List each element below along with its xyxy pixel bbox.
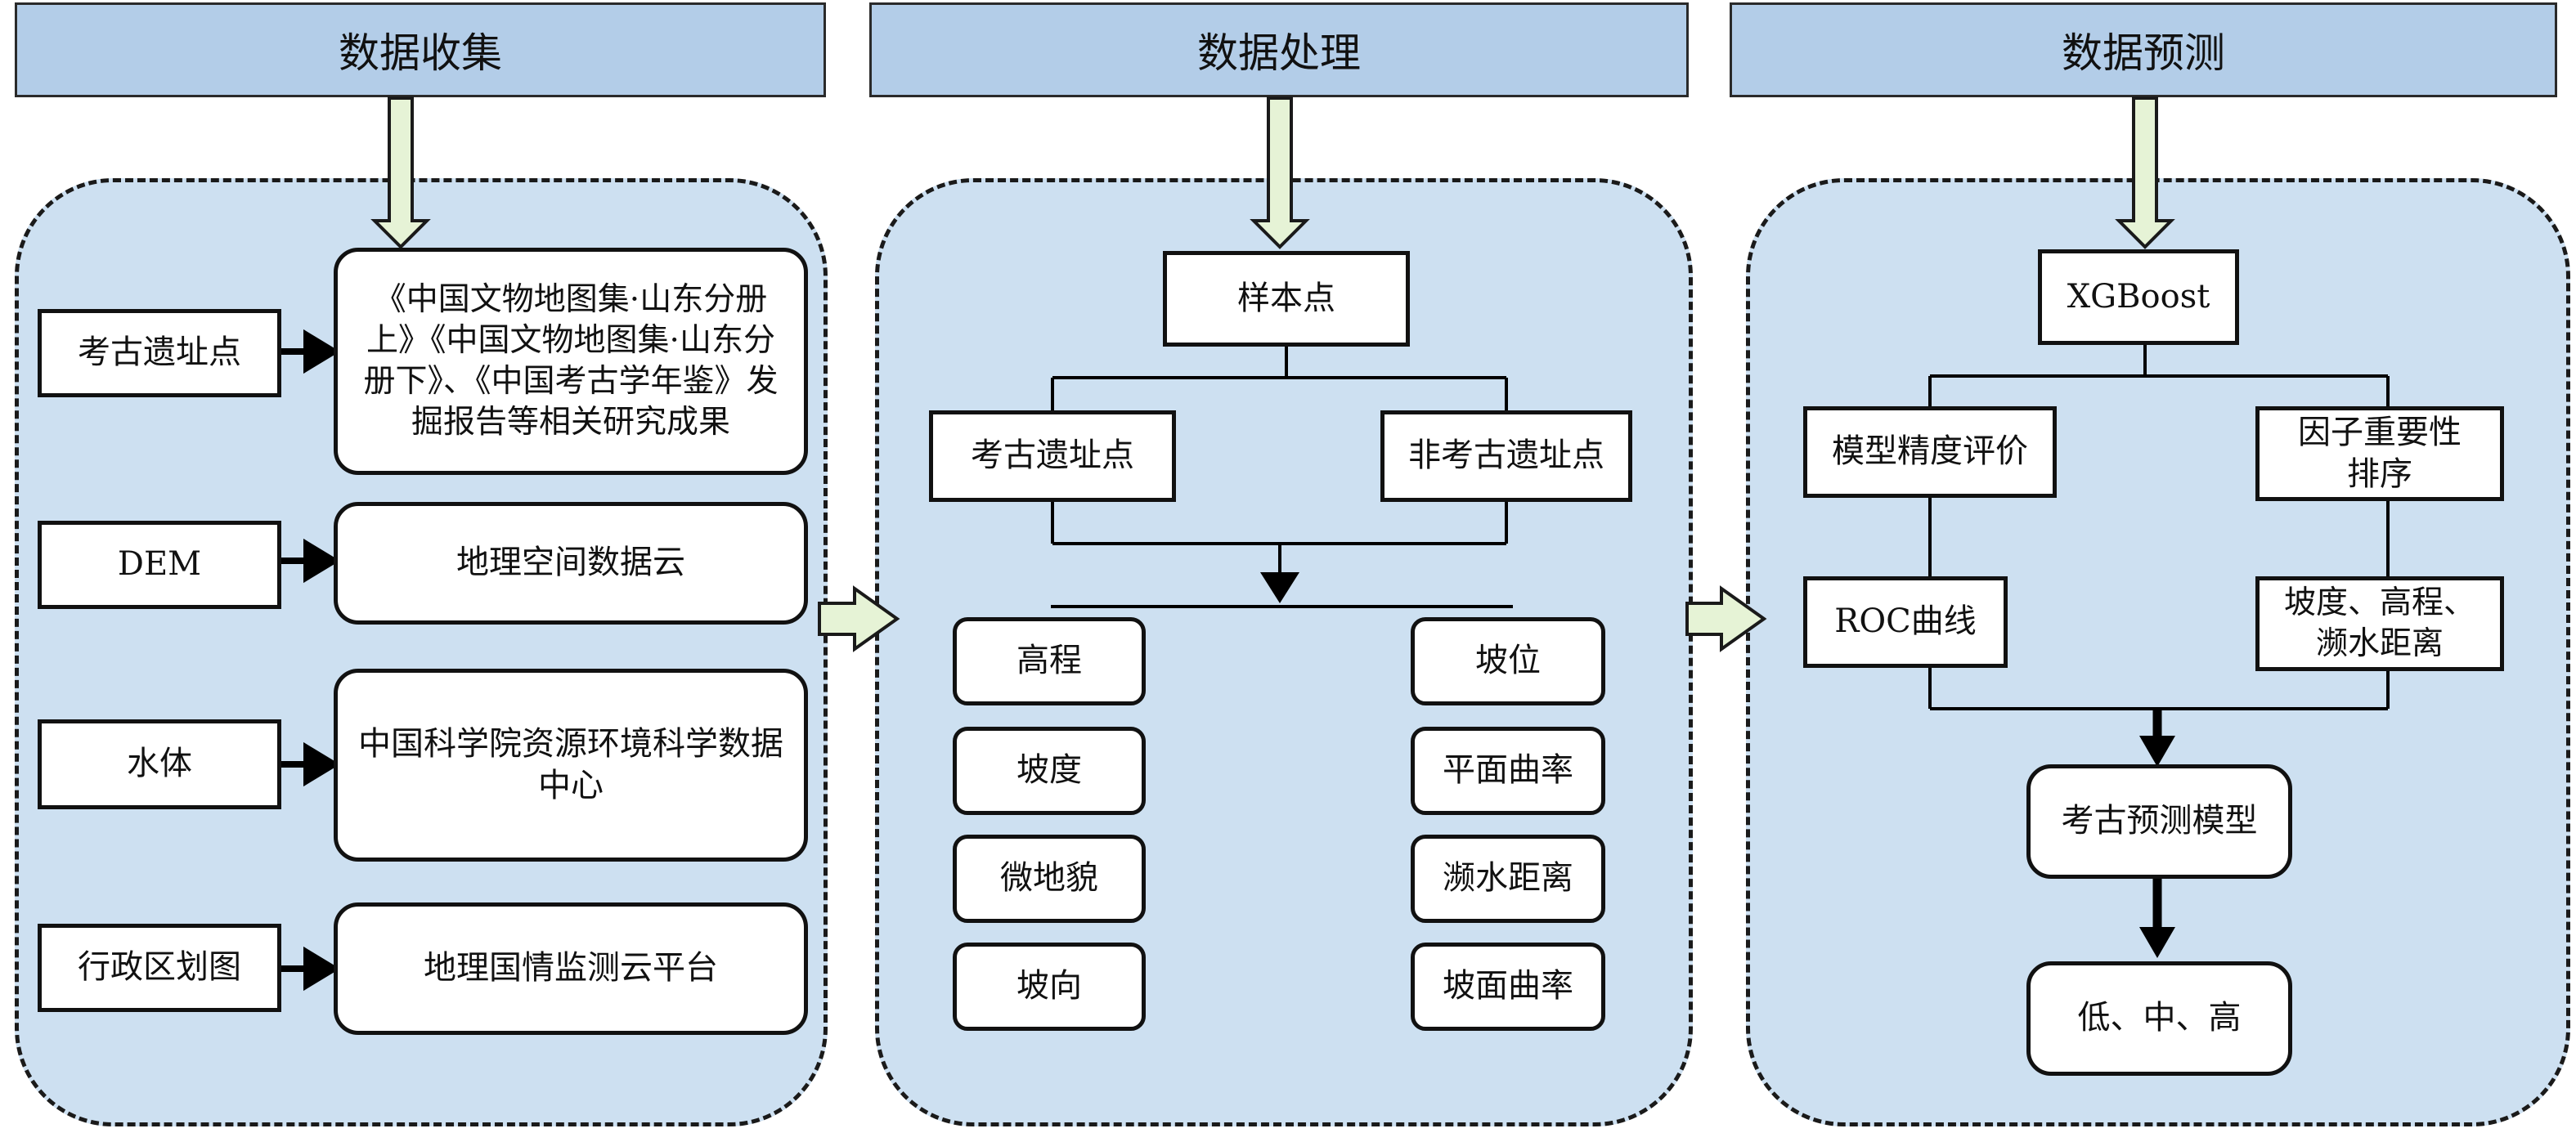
factor-aspect: 坡向 (953, 943, 1146, 1031)
collect-source-water: 中国科学院资源环境科学数据中心 (334, 669, 808, 862)
predict-factor-importance: 因子重要性排序 (2255, 406, 2504, 501)
process-nonsite-points: 非考古遗址点 (1380, 410, 1632, 502)
factor-profile-curvature: 坡面曲率 (1411, 943, 1605, 1031)
collect-label-admin: 行政区划图 (38, 924, 281, 1012)
process-site-points: 考古遗址点 (929, 410, 1176, 502)
process-sample-points: 样本点 (1163, 251, 1410, 347)
collect-label-dem: DEM (38, 521, 281, 609)
factor-micro-landform: 微地貌 (953, 835, 1146, 923)
collect-source-sites: 《中国文物地图集·山东分册上》《中国文物地图集·山东分册下》、《中国考古学年鉴》… (334, 248, 808, 475)
predict-top-factors: 坡度、高程、濒水距离 (2255, 576, 2504, 671)
predict-roc-curve: ROC曲线 (1803, 576, 2008, 668)
collect-source-admin: 地理国情监测云平台 (334, 902, 808, 1035)
header-data-processing: 数据处理 (869, 2, 1689, 97)
predict-prediction-model: 考古预测模型 (2026, 764, 2292, 879)
factor-slope: 坡度 (953, 727, 1146, 815)
factor-elevation: 高程 (953, 617, 1146, 705)
collect-source-dem: 地理空间数据云 (334, 502, 808, 625)
predict-model-accuracy: 模型精度评价 (1803, 406, 2057, 498)
factor-water-distance: 濒水距离 (1411, 835, 1605, 923)
predict-levels: 低、中、高 (2026, 961, 2292, 1076)
collect-label-water: 水体 (38, 719, 281, 809)
header-data-collection: 数据收集 (15, 2, 826, 97)
predict-xgboost: XGBoost (2038, 249, 2239, 345)
factor-slope-position: 坡位 (1411, 617, 1605, 705)
header-data-prediction: 数据预测 (1730, 2, 2557, 97)
collect-label-sites: 考古遗址点 (38, 309, 281, 397)
factor-plan-curvature: 平面曲率 (1411, 727, 1605, 815)
